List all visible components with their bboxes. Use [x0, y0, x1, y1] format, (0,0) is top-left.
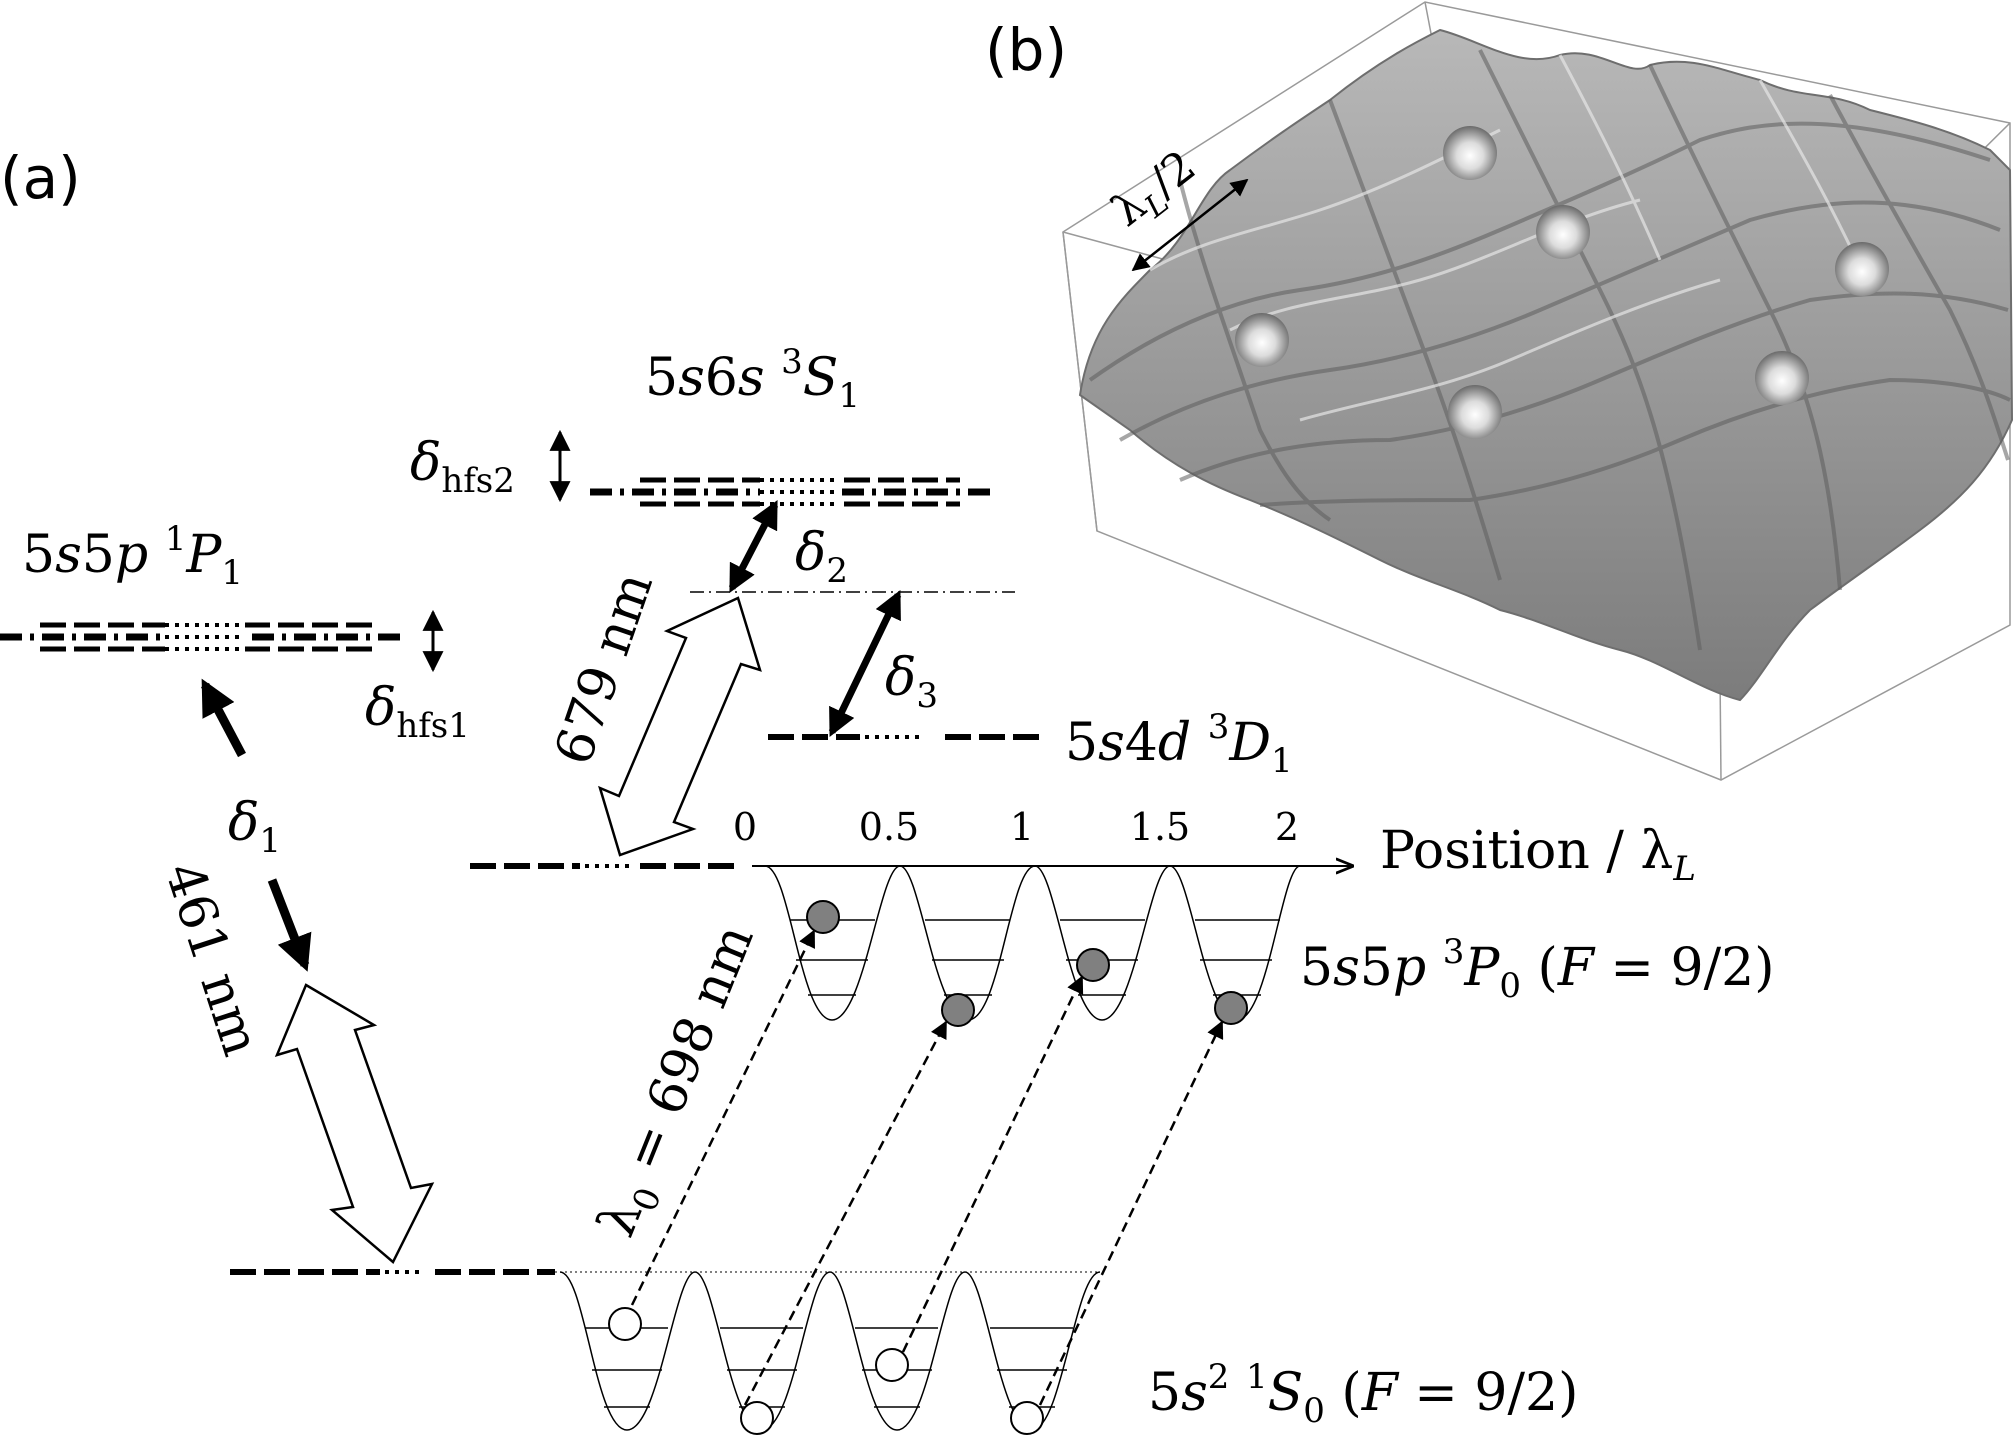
- lattice-spacing-arrow: [1131, 178, 1249, 272]
- excited-atom: [1076, 948, 1110, 982]
- axis-tick: 0.5: [859, 805, 919, 849]
- lattice-atom: [1443, 126, 1497, 180]
- delta2-label: δ2: [795, 523, 848, 591]
- lattice-atom: [1536, 205, 1590, 259]
- delta3-label: δ3: [885, 648, 938, 716]
- delta1-label: δ1: [228, 793, 281, 861]
- axis-tick: 2: [1275, 805, 1299, 849]
- panel-label-a: (a): [0, 144, 81, 212]
- level-3S1: [590, 477, 995, 507]
- delta2-arrow: [728, 500, 779, 593]
- position-axis-label: Position / λL: [1380, 821, 1696, 889]
- excited-atoms: [806, 900, 1248, 1027]
- transition-461nm-arrow: [274, 983, 435, 1264]
- delta-hfs2-label: δhfs2: [410, 433, 515, 501]
- panel-label-b: (b): [985, 16, 1067, 84]
- lattice-3d-plot: λL/2: [1062, 1, 2014, 781]
- axis-tick: 0: [733, 805, 757, 849]
- delta-hfs1-label: δhfs1: [365, 678, 470, 746]
- clock-transition-arrows: [630, 929, 1224, 1406]
- lattice-atom: [1755, 351, 1809, 405]
- excited-atom: [941, 993, 975, 1027]
- ground-atom: [608, 1307, 642, 1341]
- ground-atom: [740, 1401, 774, 1435]
- level-label-1P1: 5s5p 1P1: [22, 519, 243, 593]
- transition-679nm-arrow: [598, 596, 762, 857]
- ground-atom: [1010, 1401, 1044, 1435]
- lattice-atom: [1448, 385, 1502, 439]
- lattice-surface: [1078, 28, 2014, 702]
- level-label-3P0: 5s5p 3P0 (F = 9/2): [1300, 932, 1775, 1006]
- excited-atom: [806, 900, 840, 934]
- delta1-arrow-down: [267, 878, 312, 972]
- ground-atoms: [608, 1307, 1044, 1435]
- delta1-arrow-up: [201, 678, 246, 758]
- axis-tick: 1.5: [1130, 805, 1190, 849]
- level-label-1S0: 5s2 1S0 (F = 9/2): [1148, 1341, 1578, 1431]
- excited-atom: [1214, 991, 1248, 1025]
- position-axis-ticks: 0 0.5 1 1.5 2: [733, 805, 1299, 849]
- wavelength-461-label: 461 nm: [153, 855, 271, 1062]
- axis-tick: 1: [1010, 805, 1034, 849]
- level-label-3S1: 5s6s 3S1: [645, 342, 860, 416]
- ground-atom: [875, 1348, 909, 1382]
- lattice-atom: [1835, 242, 1889, 296]
- wavelength-698-label: λ0 = 698 nm: [586, 917, 773, 1248]
- delta3-arrow: [828, 589, 902, 738]
- upper-lattice-wells: [764, 865, 1301, 1021]
- lattice-atom: [1235, 313, 1289, 367]
- level-label-3D1: 5s4d 3D1: [1065, 707, 1293, 781]
- level-1P1: [0, 622, 400, 652]
